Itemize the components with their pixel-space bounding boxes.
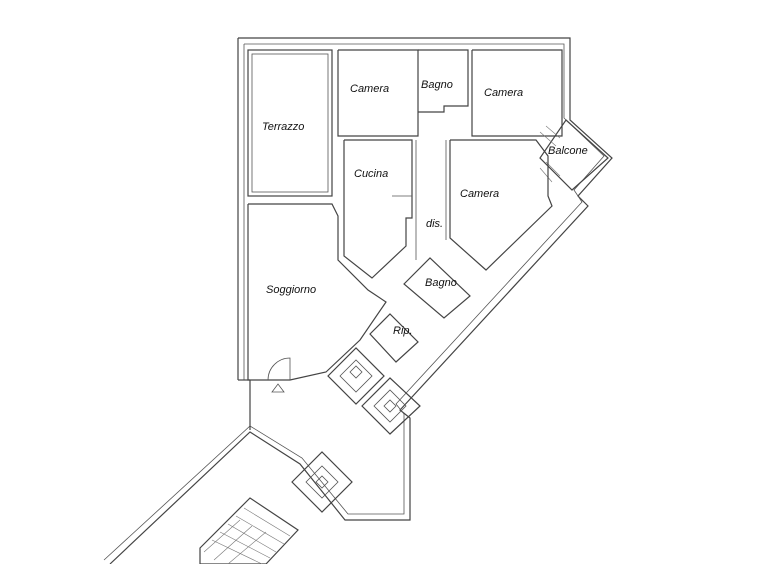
outer-walls	[103, 37, 613, 564]
room-camera-3	[449, 139, 553, 271]
label-camera-1: Camera	[350, 83, 389, 95]
room-soggiorno	[247, 203, 387, 393]
room-rip	[369, 313, 419, 363]
staircase	[199, 497, 299, 564]
room-bagno-1	[418, 49, 469, 113]
label-soggiorno: Soggiorno	[266, 284, 316, 296]
room-camera-1	[337, 49, 419, 137]
label-camera-2: Camera	[484, 87, 523, 99]
label-bagno-2: Bagno	[425, 277, 457, 289]
landing-squares	[291, 347, 421, 513]
label-cucina: Cucina	[354, 168, 388, 180]
label-camera-3: Camera	[460, 188, 499, 200]
room-dis	[415, 140, 447, 260]
room-camera-2	[471, 49, 563, 137]
label-dis: dis.	[426, 218, 443, 230]
room-cucina	[343, 139, 413, 279]
room-bagno-2	[403, 257, 471, 319]
label-bagno-1: Bagno	[421, 79, 453, 91]
label-balcone: Balcone	[548, 145, 588, 157]
room-terrazzo	[247, 49, 333, 197]
label-rip: Rip.	[393, 325, 413, 337]
label-terrazzo: Terrazzo	[262, 121, 304, 133]
